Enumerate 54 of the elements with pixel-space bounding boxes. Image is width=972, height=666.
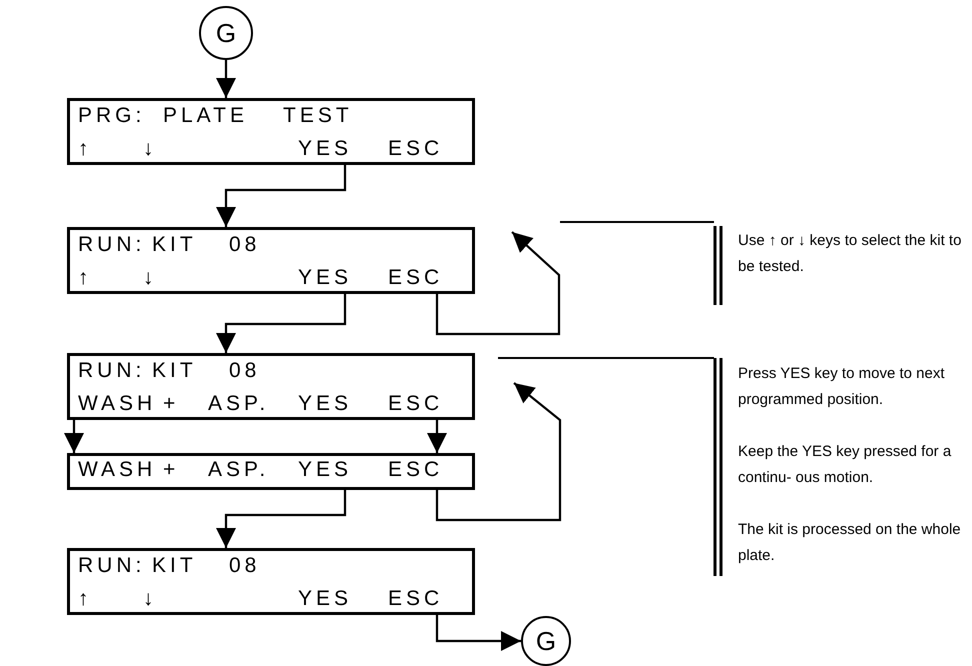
display-text: YES xyxy=(298,587,352,611)
display-text: ↑ xyxy=(78,266,92,290)
display-box xyxy=(67,453,475,490)
arrow xyxy=(436,615,521,651)
display-box xyxy=(67,98,475,165)
arrow xyxy=(216,165,346,227)
display-text: RUN: xyxy=(78,359,146,383)
connector-letter: G xyxy=(216,20,236,46)
arrow xyxy=(216,60,236,98)
display-text: ↓ xyxy=(143,137,158,161)
display-text: ESC xyxy=(388,137,444,161)
display-box xyxy=(67,353,475,420)
display-text: WASH xyxy=(78,458,156,482)
display-text: RUN: xyxy=(78,233,146,257)
connector-letter: G xyxy=(536,628,556,654)
display-text: ↓ xyxy=(143,266,158,290)
display-text: WASH xyxy=(78,392,156,416)
note-text: Press YES key to move to next programmed position. xyxy=(738,364,946,410)
display-text: PLATE xyxy=(163,104,248,128)
display-text: RUN: xyxy=(78,554,146,578)
display-text: + xyxy=(163,392,180,416)
display-text: 08 xyxy=(229,554,260,578)
display-text: 08 xyxy=(229,233,260,257)
display-text: TEST xyxy=(283,104,353,128)
display-text: ESC xyxy=(388,266,444,290)
display-text: YES xyxy=(298,137,352,161)
note-text: Use ↑ or ↓ keys to select the kit to be tested. xyxy=(738,231,962,277)
note-text: The kit is processed on the whole plate. xyxy=(738,520,962,566)
display-box xyxy=(67,227,475,294)
arrow xyxy=(216,294,346,353)
arrow xyxy=(436,382,562,522)
arrow xyxy=(427,420,447,453)
display-text: ↑ xyxy=(78,137,92,161)
display-text: KIT xyxy=(152,359,197,383)
display-text: YES xyxy=(298,458,352,482)
arrow xyxy=(216,490,346,548)
display-text: YES xyxy=(298,392,352,416)
display-text: ESC xyxy=(388,392,444,416)
display-text: YES xyxy=(298,266,352,290)
display-text: 08 xyxy=(229,359,260,383)
display-text: ASP. xyxy=(208,392,270,416)
display-box xyxy=(67,548,475,615)
arrow xyxy=(64,420,84,453)
display-text: ↓ xyxy=(143,587,158,611)
display-text: ESC xyxy=(388,587,444,611)
display-text: + xyxy=(163,458,180,482)
display-text: ESC xyxy=(388,458,444,482)
display-text: KIT xyxy=(152,554,197,578)
note-text: Keep the YES key pressed for a continu- ous motion. xyxy=(738,442,952,488)
display-text: KIT xyxy=(152,233,197,257)
display-text: ASP. xyxy=(208,458,270,482)
display-text: PRG: xyxy=(78,104,146,128)
display-text: ↑ xyxy=(78,587,92,611)
arrow xyxy=(436,231,560,336)
